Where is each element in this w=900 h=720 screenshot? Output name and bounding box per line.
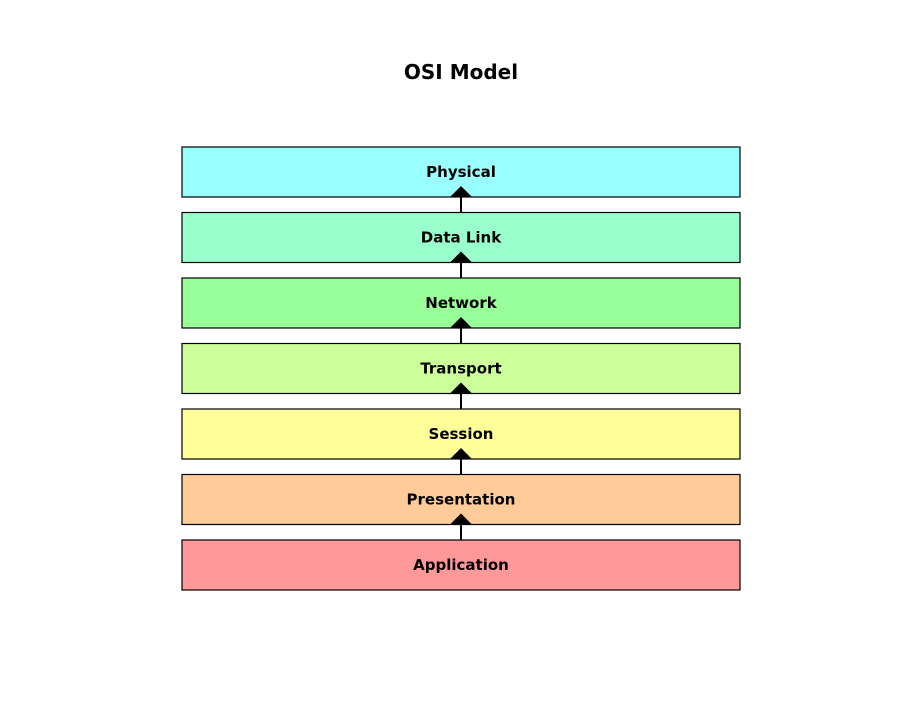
arrow-up-icon <box>450 186 472 213</box>
layer-label: Transport <box>420 360 501 378</box>
arrow-up-icon <box>450 448 472 475</box>
layer-application: Application <box>181 539 741 591</box>
layer-box <box>181 539 741 591</box>
layer-label: Application <box>413 556 509 574</box>
arrow-up-icon <box>450 513 472 540</box>
arrows-group <box>450 186 472 540</box>
arrow-up-icon <box>450 317 472 344</box>
arrow-head <box>450 186 472 197</box>
layer-data-link: Data Link <box>181 211 741 264</box>
arrow-head <box>450 382 472 394</box>
arrow-head <box>450 513 472 525</box>
layer-label: Presentation <box>407 491 516 509</box>
layer-label: Session <box>429 425 494 443</box>
layer-label: Data Link <box>421 229 502 247</box>
arrow-up-icon <box>450 251 472 278</box>
arrow-up-icon <box>450 382 472 409</box>
layer-label: Physical <box>426 163 496 181</box>
arrow-head <box>450 251 472 263</box>
arrow-head <box>450 317 472 328</box>
layer-label: Network <box>425 294 497 312</box>
arrow-head <box>450 448 472 459</box>
diagram-title: OSI Model <box>403 60 519 84</box>
